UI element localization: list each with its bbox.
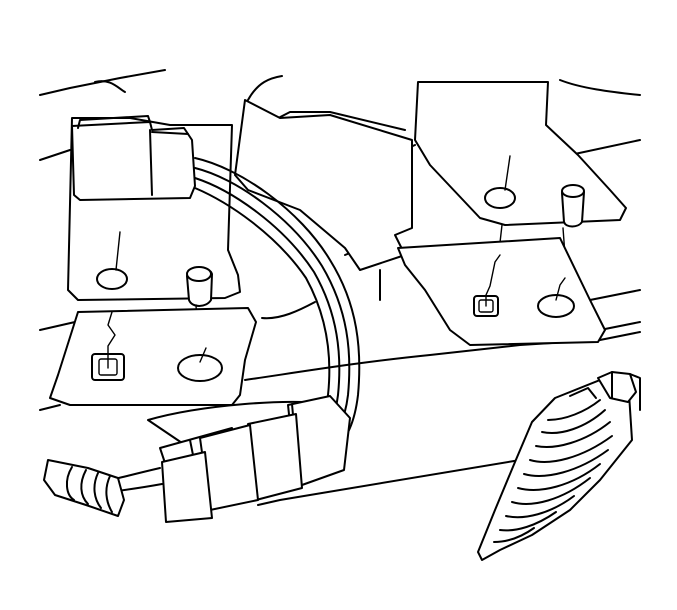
left-sensor-boot	[43, 459, 125, 517]
right-bracket-bolt-hole	[484, 187, 516, 209]
right-mounting-bracket	[414, 81, 627, 276]
corrugated-conduit	[477, 371, 641, 561]
right-mounting-base	[397, 237, 606, 346]
left-mounting-base	[49, 307, 257, 406]
electrical-connector	[71, 115, 196, 201]
right-base-round-hole	[537, 294, 575, 318]
lower-wire-loom	[109, 395, 351, 523]
left-base-round-hole	[177, 354, 223, 382]
left-bracket-bolt-hole	[96, 268, 128, 290]
